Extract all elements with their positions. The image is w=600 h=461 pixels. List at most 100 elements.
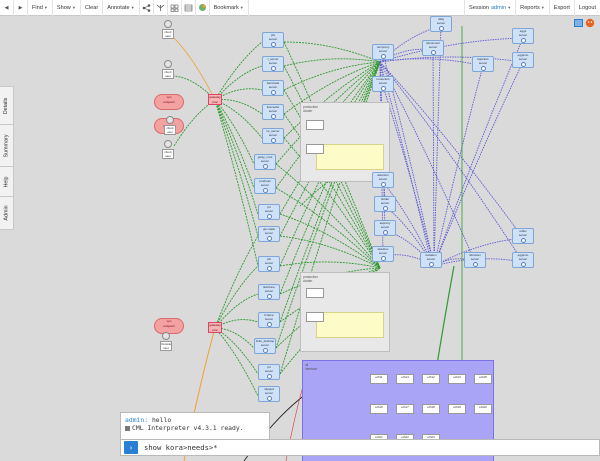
server-node[interactable]: asproxy server — [374, 220, 396, 237]
subcluster-box[interactable] — [316, 312, 384, 338]
graph-canvas[interactable]: production cluster production cluster dl… — [14, 16, 600, 461]
gateway-node[interactable]: gateway proc — [208, 322, 222, 333]
server-node[interactable]: isolation server — [420, 252, 442, 269]
user-node[interactable]: client user — [162, 60, 174, 79]
server-node[interactable]: links_desktop server — [254, 338, 276, 355]
server-node[interactable]: rw_server server — [262, 128, 284, 145]
interface-node[interactable]: eth13 — [448, 374, 466, 384]
server-icon — [520, 262, 526, 268]
tab-summary[interactable]: Summary — [0, 125, 13, 167]
back-button[interactable]: ◀ — [0, 0, 14, 16]
server-node[interactable]: pfs server — [258, 256, 280, 273]
server-node[interactable]: wlanbox server — [372, 246, 394, 263]
server-node[interactable]: dsconnect server — [422, 40, 444, 57]
graph-link — [379, 56, 524, 63]
server-node[interactable]: isbrouter server — [464, 252, 486, 269]
service-node[interactable] — [306, 288, 324, 298]
graph-link — [379, 37, 524, 63]
service-node[interactable] — [306, 120, 324, 130]
server-node[interactable]: asterism server — [372, 172, 394, 189]
interface-node[interactable]: eth17 — [396, 404, 414, 414]
find-menu[interactable]: Find▼ — [28, 0, 53, 16]
interface-node[interactable]: eth12 — [422, 374, 440, 384]
show-menu[interactable]: Show▼ — [53, 0, 81, 16]
cluster-label: production cluster — [303, 275, 318, 283]
server-node[interactable]: fcrame server — [258, 312, 280, 329]
user-node[interactable]: client user — [162, 20, 174, 39]
tab-admin[interactable]: Admin — [0, 197, 13, 229]
server-node[interactable]: pit server — [258, 364, 280, 381]
server-node[interactable]: slipped server — [258, 386, 280, 403]
server-node[interactable]: prodmax server — [254, 178, 276, 195]
layout-grid-button[interactable] — [168, 0, 182, 16]
pie-chart-icon — [198, 4, 206, 11]
interface-label: eth15 — [479, 375, 487, 379]
caret-down-icon: ▼ — [130, 5, 135, 10]
node-label: wlanbox server — [377, 247, 389, 255]
graph-link — [379, 61, 524, 239]
user-node[interactable]: client user — [164, 116, 176, 135]
interface-label: eth18 — [427, 405, 435, 409]
server-node[interactable]: licensefw server — [262, 104, 284, 121]
graph-link — [214, 99, 259, 267]
graph-link — [299, 155, 373, 207]
node-label: licensefw server — [266, 105, 280, 113]
node-label: remproxy server — [376, 45, 390, 53]
server-node[interactable]: gw-mask server — [258, 226, 280, 243]
user-node[interactable]: client user — [162, 140, 174, 159]
server-node[interactable]: linkclone server — [258, 284, 280, 301]
cluster-box[interactable]: production cluster — [300, 102, 390, 182]
interface-node[interactable]: eth15 — [474, 374, 492, 384]
server-node[interactable]: routeclust server — [372, 76, 394, 93]
tab-details[interactable]: Details — [0, 87, 13, 125]
server-node[interactable]: t_server server — [262, 56, 284, 73]
gateway-node[interactable]: gateway proc — [208, 94, 222, 105]
server-icon — [270, 42, 276, 48]
annotate-menu[interactable]: Annotate▼ — [103, 0, 140, 16]
layout-hierarchy-button[interactable] — [154, 0, 168, 16]
interface-node[interactable]: eth20 — [474, 404, 492, 414]
node-label: gway_mod server — [257, 155, 273, 163]
tab-help[interactable]: Help — [0, 167, 13, 197]
side-tab-strip: Details Summary Help Admin — [0, 86, 14, 230]
graph-link — [173, 37, 216, 101]
clear-button[interactable]: Clear — [81, 0, 104, 16]
service-node[interactable] — [306, 312, 324, 322]
export-button[interactable]: Export — [548, 0, 574, 16]
server-node[interactable]: eggsmo server — [512, 52, 534, 69]
server-icon — [380, 256, 386, 262]
pie-view-button[interactable] — [196, 0, 210, 16]
server-node[interactable]: holder server — [374, 196, 396, 213]
layout-table-button[interactable] — [182, 0, 196, 16]
logout-button[interactable]: Logout — [573, 0, 600, 16]
server-node[interactable]: reflex server — [512, 228, 534, 245]
interface-node[interactable]: eth11 — [370, 374, 388, 384]
interface-node[interactable]: eth19 — [448, 404, 466, 414]
server-node[interactable]: ltapclust server — [472, 56, 494, 73]
interface-node[interactable]: eth14 — [396, 374, 414, 384]
subcluster-box[interactable] — [316, 144, 384, 170]
command-input[interactable] — [144, 443, 584, 452]
reports-menu[interactable]: Reports▼ — [515, 0, 549, 16]
server-node[interactable]: dsfg server — [430, 16, 452, 33]
server-node[interactable]: pfs server — [262, 32, 284, 49]
server-node[interactable]: eggs server — [512, 28, 534, 45]
interface-node[interactable]: eth18 — [422, 404, 440, 414]
vpn-node[interactable]: vpn endpoint — [154, 94, 184, 110]
server-node[interactable]: barricade server — [262, 80, 284, 97]
server-node[interactable]: gway_mod server — [254, 154, 276, 171]
layout-network-button[interactable] — [140, 0, 154, 16]
interface-node[interactable]: eth16 — [370, 404, 388, 414]
node-label: pfs server — [268, 33, 278, 41]
console-version-line: CML Interpreter v4.3.1 ready. — [125, 424, 265, 432]
server-node[interactable]: eggsmo server — [512, 252, 534, 269]
user-node[interactable]: Outside user — [160, 332, 172, 351]
forward-button[interactable]: ▶ — [14, 0, 28, 16]
server-node[interactable]: remproxy server — [372, 44, 394, 61]
run-command-button[interactable]: › — [124, 441, 138, 454]
node-label: rw_server server — [266, 129, 280, 137]
bookmark-menu[interactable]: Bookmark▼ — [210, 0, 249, 16]
service-node[interactable] — [306, 144, 324, 154]
server-node[interactable]: pit server — [258, 204, 280, 221]
